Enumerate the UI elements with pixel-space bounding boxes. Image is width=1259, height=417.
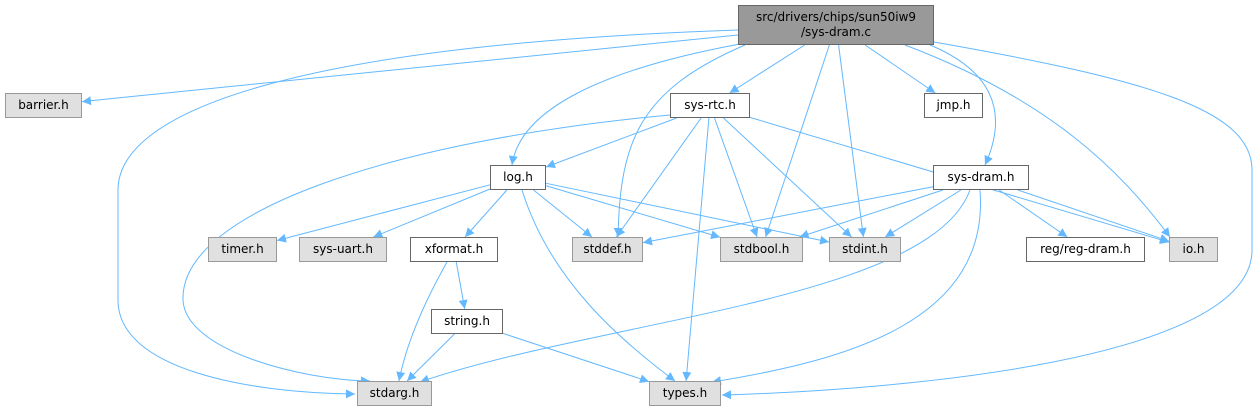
edge-xformat-to-stdarg bbox=[396, 261, 448, 382]
node-label: string.h bbox=[444, 314, 490, 328]
edge-log-to-sys_uart bbox=[373, 188, 491, 238]
edge-main-to-stddef bbox=[613, 44, 746, 238]
node-jmp-h[interactable]: jmp.h bbox=[924, 93, 983, 118]
node-reg-dram-h[interactable]: reg/reg-dram.h bbox=[1026, 237, 1145, 262]
edge-sys_dram-to-reg_dram bbox=[998, 189, 1068, 238]
node-stdbool-h[interactable]: stdbool.h bbox=[720, 237, 803, 262]
node-label: sys-rtc.h bbox=[684, 98, 736, 112]
edge-sys_dram-to-stdbool bbox=[799, 189, 944, 239]
edge-log-to-timer bbox=[276, 184, 491, 243]
node-label: xformat.h bbox=[424, 242, 484, 256]
edge-log-to-types bbox=[521, 189, 676, 382]
node-io-h[interactable]: io.h bbox=[1169, 237, 1218, 262]
edge-log-to-xformat bbox=[464, 189, 508, 238]
node-label: sys-dram.h bbox=[947, 170, 1015, 184]
node-types-h[interactable]: types.h bbox=[649, 381, 721, 406]
edge-main-to-jmp bbox=[864, 44, 936, 94]
node-xformat-h[interactable]: xformat.h bbox=[410, 237, 498, 262]
edge-sys_rtc-to-stdbool bbox=[713, 117, 759, 238]
edge-xformat-to-string bbox=[455, 261, 468, 310]
node-stdint-h[interactable]: stdint.h bbox=[829, 237, 901, 262]
node-timer-h[interactable]: timer.h bbox=[208, 237, 277, 262]
edge-main-to-types bbox=[721, 41, 1253, 400]
edge-main-to-sys_rtc bbox=[729, 44, 805, 94]
node-label-line1: src/drivers/chips/sun50iw9 bbox=[755, 10, 917, 24]
node-label: types.h bbox=[662, 386, 708, 400]
edge-main-to-stdarg bbox=[117, 29, 739, 399]
edge-log-to-stdbool bbox=[545, 185, 721, 239]
edge-main-to-stdbool bbox=[764, 44, 830, 238]
node-label: stddef.h bbox=[583, 242, 632, 256]
node-stddef-h[interactable]: stddef.h bbox=[572, 237, 643, 262]
node-label: stdbool.h bbox=[733, 242, 790, 256]
edge-log-to-stddef bbox=[533, 189, 593, 238]
node-label: stdarg.h bbox=[369, 386, 420, 400]
node-label: log.h bbox=[503, 170, 533, 184]
edge-sys_dram-to-stddef bbox=[642, 186, 934, 246]
edge-sys_rtc-to-log bbox=[545, 117, 677, 169]
node-label-line2: /sys-dram.c bbox=[801, 25, 871, 39]
node-label: timer.h bbox=[221, 242, 264, 256]
edge-sys_rtc-to-stdint bbox=[723, 117, 852, 238]
edge-sys_rtc-to-stdarg bbox=[182, 114, 671, 386]
node-label: reg/reg-dram.h bbox=[1040, 242, 1131, 256]
edge-sys_dram-to-types bbox=[711, 189, 981, 386]
node-label: barrier.h bbox=[18, 98, 69, 112]
edge-log-to-stdint bbox=[545, 182, 830, 245]
edge-main-to-log bbox=[508, 43, 741, 166]
edge-sys_dram-to-io bbox=[1017, 189, 1170, 243]
node-label: sys-uart.h bbox=[313, 242, 373, 256]
edge-main-to-stdint bbox=[838, 44, 867, 238]
node-string-h[interactable]: string.h bbox=[431, 309, 503, 334]
node-label: io.h bbox=[1182, 242, 1205, 256]
edge-main-to-sys_dram bbox=[929, 44, 997, 166]
edge-sys_dram-to-stdarg bbox=[419, 189, 971, 384]
node-sys-rtc-h[interactable]: sys-rtc.h bbox=[670, 93, 750, 118]
node-sys-uart-h[interactable]: sys-uart.h bbox=[299, 237, 387, 262]
edge-sys_rtc-to-types bbox=[682, 117, 710, 382]
node-stdarg-h[interactable]: stdarg.h bbox=[357, 381, 432, 406]
node-barrier-h[interactable]: barrier.h bbox=[5, 93, 82, 118]
node-label: stdint.h bbox=[842, 242, 888, 256]
edge-string-to-types bbox=[502, 332, 650, 384]
node-label: jmp.h bbox=[936, 98, 971, 112]
node-sys-dram-c[interactable]: src/drivers/chips/sun50iw9 /sys-dram.c bbox=[738, 5, 934, 45]
edge-sys_dram-to-stdint bbox=[884, 189, 962, 238]
edge-sys_rtc-to-stddef bbox=[615, 117, 702, 238]
edge-main-to-barrier bbox=[81, 34, 739, 106]
edge-main-to-io bbox=[904, 44, 1171, 238]
node-log-h[interactable]: log.h bbox=[490, 165, 546, 190]
edge-string-to-stdarg bbox=[406, 333, 455, 382]
node-sys-dram-h[interactable]: sys-dram.h bbox=[933, 165, 1029, 190]
